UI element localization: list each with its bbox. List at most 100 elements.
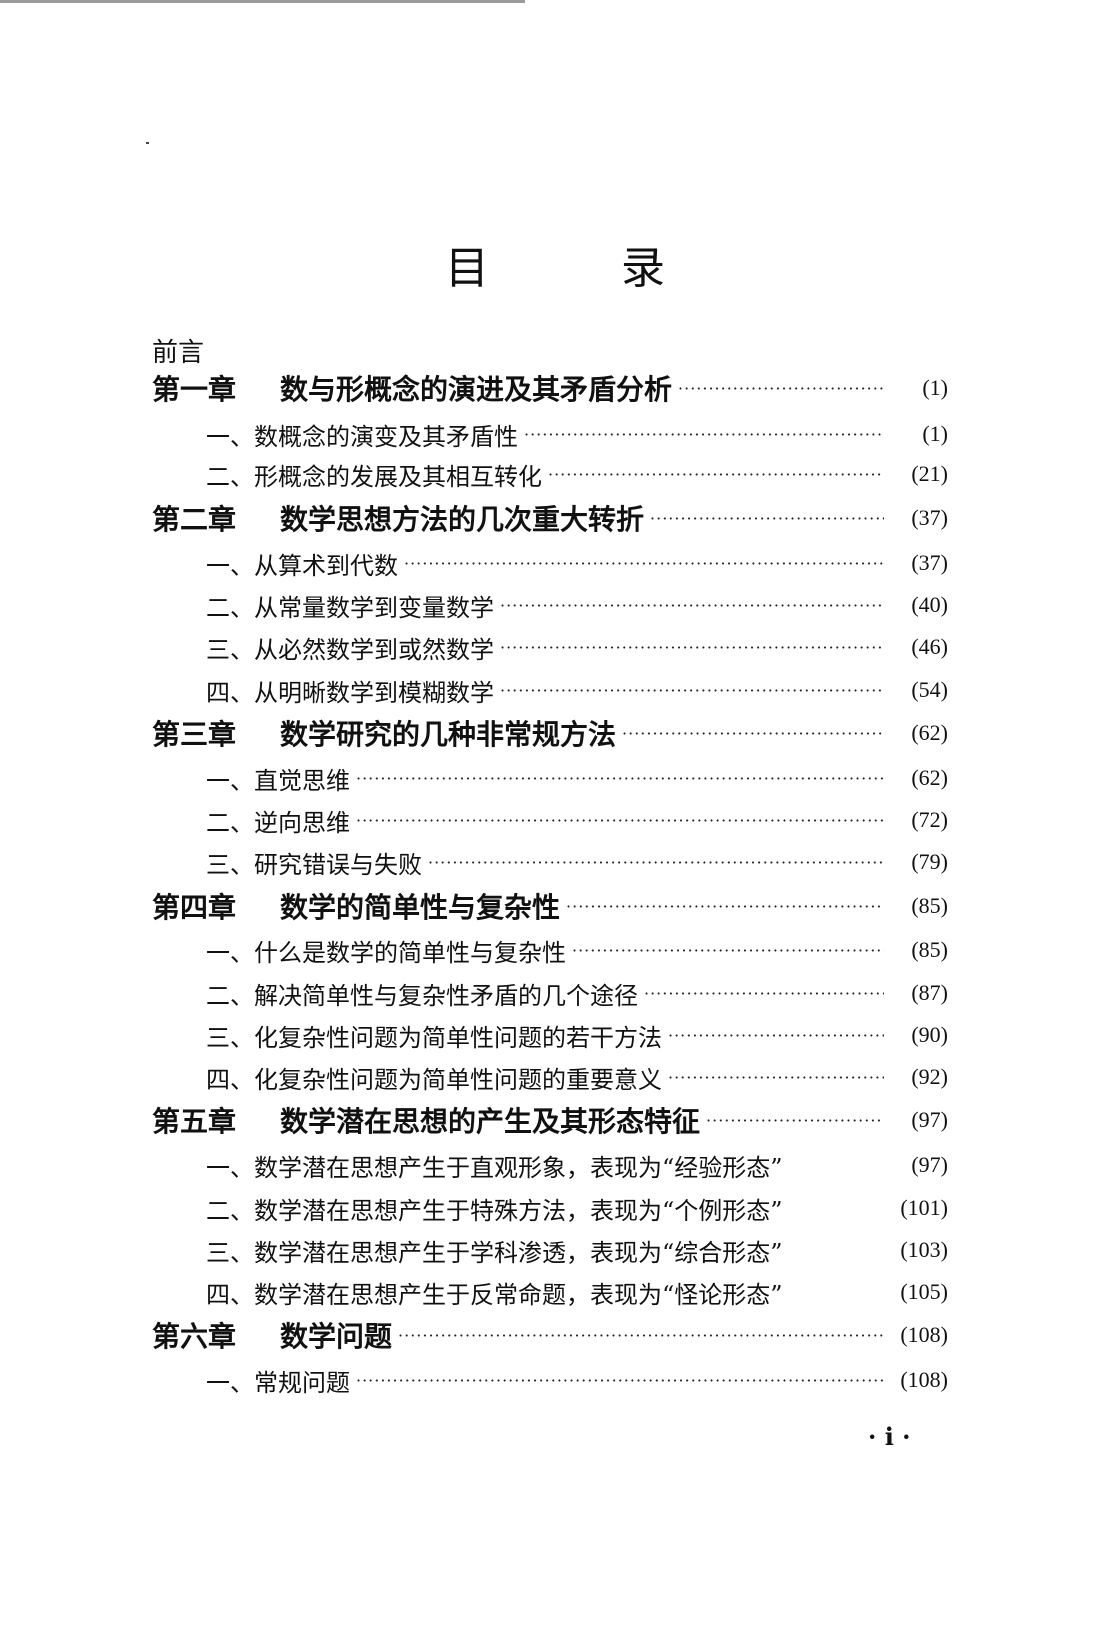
toc-entry-label: 三、研究错误与失败 (206, 850, 422, 879)
toc-page-number: (85) (911, 937, 948, 962)
dot-leader (668, 1068, 884, 1087)
chapter-title: 数学思想方法的几次重大转折 (280, 503, 645, 536)
toc-page-number: (1) (922, 375, 948, 400)
chapter-title: 数与形概念的演进及其矛盾分析 (280, 373, 673, 406)
toc-page-number: (37) (911, 505, 948, 530)
toc-entry-label: 四、数学潜在思想产生于反常命题，表现为“怪论形态” (206, 1280, 783, 1309)
toc-entry-label: 一、从算术到代数 (206, 551, 398, 580)
toc-section-row[interactable]: 一、从算术到代数 (37) (206, 543, 948, 583)
toc-section-row[interactable]: 一、什么是数学的简单性与复杂性 (85) (206, 930, 948, 970)
page-title: 目 录 (445, 232, 665, 296)
toc-entry-label: 二、从常量数学到变量数学 (206, 593, 494, 622)
toc-page-number: (87) (911, 980, 948, 1005)
chapter-number: 第六章 (152, 1320, 237, 1353)
dot-leader (644, 984, 884, 1003)
dot-leader (356, 769, 884, 788)
chapter-number: 第五章 (152, 1105, 237, 1138)
toc-entry-label: 二、逆向思维 (206, 808, 350, 837)
toc-section-row[interactable]: 二、逆向思维 (72) (206, 800, 948, 840)
dot-leader (356, 1371, 884, 1390)
toc-chapter-row[interactable]: 第四章 数学的简单性与复杂性 (85) (152, 886, 948, 926)
toc-page-number: (62) (911, 765, 948, 790)
toc-page-number: (54) (911, 677, 948, 702)
dot-leader (404, 554, 884, 573)
scan-speck (146, 142, 149, 144)
toc-chapter-row[interactable]: 第二章 数学思想方法的几次重大转折 (37) (152, 498, 948, 538)
dot-leader (428, 853, 884, 872)
toc-preface-row[interactable]: 前言 (152, 330, 948, 370)
toc-section-row[interactable]: 一、常规问题 (108) (206, 1360, 948, 1400)
dot-leader (566, 897, 884, 916)
toc-section-row[interactable]: 一、数学潜在思想产生于直观形象，表现为“经验形态” (97) (206, 1145, 948, 1185)
chapter-title: 数学研究的几种非常规方法 (280, 718, 617, 751)
toc-entry-label: 第一章 数与形概念的演进及其矛盾分析 (152, 368, 672, 408)
toc-page-number: (79) (911, 849, 948, 874)
toc-entry-label: 一、什么是数学的简单性与复杂性 (206, 938, 566, 967)
page-number-footer: · i · (868, 1422, 911, 1451)
toc-entry-label: 三、数学潜在思想产生于学科渗透，表现为“综合形态” (206, 1238, 783, 1267)
toc-page-number: (108) (900, 1367, 948, 1392)
toc-entry-label: 一、直觉思维 (206, 766, 350, 795)
toc-entry-label: 一、数学潜在思想产生于直观形象，表现为“经验形态” (206, 1153, 783, 1182)
toc-entry-label: 一、数概念的演变及其矛盾性 (206, 422, 518, 451)
toc-page-number: (97) (911, 1152, 948, 1177)
toc-section-row[interactable]: 三、化复杂性问题为简单性问题的若干方法 (90) (206, 1015, 948, 1055)
toc-entry-label: 第五章 数学潜在思想的产生及其形态特征 (152, 1100, 700, 1140)
dot-leader (668, 1026, 884, 1045)
chapter-number: 第一章 (152, 373, 237, 406)
toc-entry-label: 三、从必然数学到或然数学 (206, 635, 494, 664)
toc-entry-label: 一、常规问题 (206, 1368, 350, 1397)
toc-section-row[interactable]: 二、数学潜在思想产生于特殊方法，表现为“个例形态”(101) (206, 1188, 948, 1228)
toc-page-number: (105) (900, 1279, 948, 1304)
toc-entry-label: 前言 (152, 337, 205, 368)
chapter-number: 第二章 (152, 503, 237, 536)
toc-section-row[interactable]: 二、解决简单性与复杂性矛盾的几个途径 (87) (206, 973, 948, 1013)
toc-section-row[interactable]: 四、数学潜在思想产生于反常命题，表现为“怪论形态” (105) (206, 1272, 948, 1312)
dot-leader (356, 811, 884, 830)
toc-entry-label: 第六章数学问题 (152, 1315, 392, 1355)
scan-edge-line (0, 0, 525, 3)
dot-leader (398, 1326, 884, 1345)
toc-entry-label: 四、化复杂性问题为简单性问题的重要意义 (206, 1065, 662, 1094)
chapter-title: 数学的简单性与复杂性 (280, 891, 561, 924)
toc-section-row[interactable]: 一、直觉思维 (62) (206, 758, 948, 798)
toc-section-row[interactable]: 三、从必然数学到或然数学 (46) (206, 627, 948, 667)
toc-section-row[interactable]: 二、从常量数学到变量数学 (40) (206, 585, 948, 625)
title-char-1: 目 (445, 243, 489, 294)
toc-section-row[interactable]: 三、数学潜在思想产生于学科渗透，表现为“综合形态” (103) (206, 1230, 948, 1270)
toc-page-number: (108) (900, 1322, 948, 1347)
toc-page-number: (72) (911, 807, 948, 832)
toc-section-row[interactable]: 三、研究错误与失败 (79) (206, 842, 948, 882)
dot-leader (622, 724, 884, 743)
dot-leader (500, 596, 884, 615)
toc-page-number: (40) (911, 592, 948, 617)
toc-section-row[interactable]: 二、形概念的发展及其相互转化(21) (206, 454, 948, 494)
toc-page-number: (90) (911, 1022, 948, 1047)
toc-page-number: (103) (900, 1237, 948, 1262)
toc-chapter-row[interactable]: 第三章 数学研究的几种非常规方法 (62) (152, 713, 948, 753)
chapter-number: 第四章 (152, 891, 237, 924)
chapter-title: 数学潜在思想的产生及其形态特征 (280, 1105, 701, 1138)
toc-entry-label: 第三章 数学研究的几种非常规方法 (152, 713, 616, 753)
dot-leader (572, 941, 884, 960)
toc-section-row[interactable]: 四、化复杂性问题为简单性问题的重要意义(92) (206, 1057, 948, 1097)
dot-leader (500, 681, 884, 700)
toc-page-number: (37) (911, 550, 948, 575)
toc-section-row[interactable]: 四、从明晰数学到模糊数学 (54) (206, 670, 948, 710)
title-char-2: 录 (621, 243, 665, 294)
toc-entry-label: 四、从明晰数学到模糊数学 (206, 678, 494, 707)
dot-leader (650, 509, 884, 528)
toc-entry-label: 二、形概念的发展及其相互转化 (206, 462, 542, 491)
toc-entry-label: 三、化复杂性问题为简单性问题的若干方法 (206, 1023, 662, 1052)
toc-page-number: (46) (911, 634, 948, 659)
toc-page-number: (62) (911, 720, 948, 745)
toc-chapter-row[interactable]: 第一章 数与形概念的演进及其矛盾分析 (1) (152, 368, 948, 408)
toc-page-number: (1) (922, 421, 948, 446)
chapter-number: 第三章 (152, 718, 237, 751)
toc-section-row[interactable]: 一、数概念的演变及其矛盾性 (1) (206, 414, 948, 454)
toc-entry-label: 第四章 数学的简单性与复杂性 (152, 886, 560, 926)
toc-page-number: (85) (911, 893, 948, 918)
toc-entry-label: 二、解决简单性与复杂性矛盾的几个途径 (206, 981, 638, 1010)
